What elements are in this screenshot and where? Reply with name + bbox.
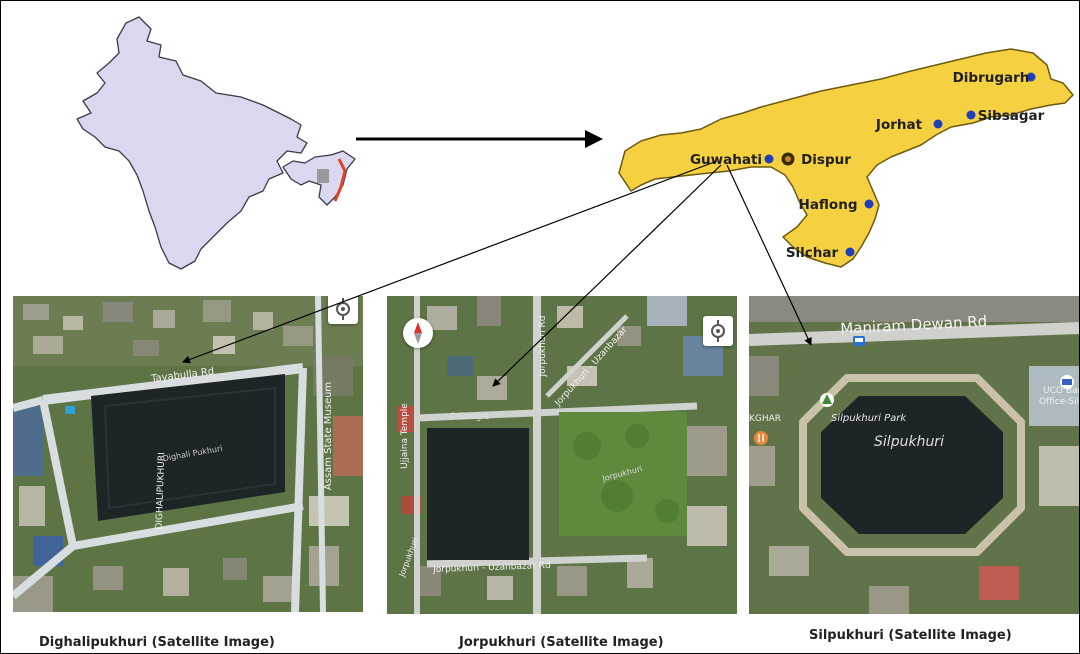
india-map	[76, 16, 308, 270]
road-label-uzanbazar-rd: Jorpukhuri - Uzanbazar Rd	[432, 561, 551, 575]
bus-stop-icon	[853, 336, 865, 346]
city-dot	[966, 110, 976, 120]
highlight-edge	[333, 158, 347, 202]
crosshair-icon	[336, 298, 350, 320]
caption-dighalipukhuri: Dighalipukhuri (Satellite Image)	[39, 635, 275, 650]
satellite-panel-silpukhuri: Maniram Dewan Rd Silpukhuri Park Silpukh…	[749, 296, 1079, 614]
caption-jorpukhuri: Jorpukhuri (Satellite Image)	[459, 635, 664, 650]
location-button[interactable]	[328, 296, 358, 324]
city-label-dibrugarh: Dibrugarh	[953, 70, 1030, 86]
road-label-jorpukhuri-rd: Jorpukhuri Rd	[538, 316, 548, 378]
city-dot	[864, 199, 874, 209]
city-label-silchar: Silchar	[786, 245, 839, 261]
arrow-to-dighalipukhuri	[182, 160, 718, 364]
arrow-to-jorpukhuri	[492, 164, 722, 387]
arrow-head	[585, 130, 603, 148]
place-label-office: Office-Silp	[1039, 397, 1079, 407]
city-dot	[764, 154, 774, 164]
location-button[interactable]	[703, 316, 733, 346]
assam-map	[618, 48, 1074, 268]
city-dot	[845, 247, 855, 257]
compass-button[interactable]	[403, 318, 433, 348]
restaurant-icon	[754, 431, 768, 445]
city-label-dispur: Dispur	[801, 152, 851, 168]
place-label-uco-bank: UCO Bank	[1043, 386, 1079, 396]
place-label-museum: Assam State Museum	[323, 382, 334, 490]
city-label-jorhat: Jorhat	[875, 117, 923, 133]
crosshair-icon	[711, 320, 725, 342]
caption-silpukhuri: Silpukhuri (Satellite Image)	[809, 628, 1012, 643]
city-dot	[933, 119, 943, 129]
bank-icon	[1060, 375, 1074, 389]
water-label-silpukhuri: Silpukhuri	[874, 434, 944, 450]
compass-icon	[414, 322, 422, 344]
park-label-silpukhuri: Silpukhuri Park	[831, 413, 907, 424]
place-label-kghar: KGHAR	[749, 414, 781, 424]
google-watermark: ©Google	[449, 412, 490, 422]
park-icon	[820, 393, 834, 407]
road-label-dighalipukhuri: DIGHALIPUKHURI	[155, 452, 168, 530]
arrow-to-silpukhuri	[726, 164, 812, 346]
capital-dot-inner	[785, 156, 791, 162]
place-label-temple: Ujjaina Temple	[400, 403, 410, 469]
satellite-panel-dighalipukhuri: Tayabulla Rd DIGHALIPUKHURI Dighali Pukh…	[13, 296, 363, 612]
assam-highlight	[317, 169, 329, 183]
city-dot	[1026, 72, 1036, 82]
satellite-panel-jorpukhuri: Jorpukhuri Rd Jorpukhuri - Uzanbazar Jor…	[387, 296, 737, 614]
city-label-haflong: Haflong	[799, 197, 858, 213]
city-label-sibsagar: Sibsagar	[978, 108, 1045, 124]
